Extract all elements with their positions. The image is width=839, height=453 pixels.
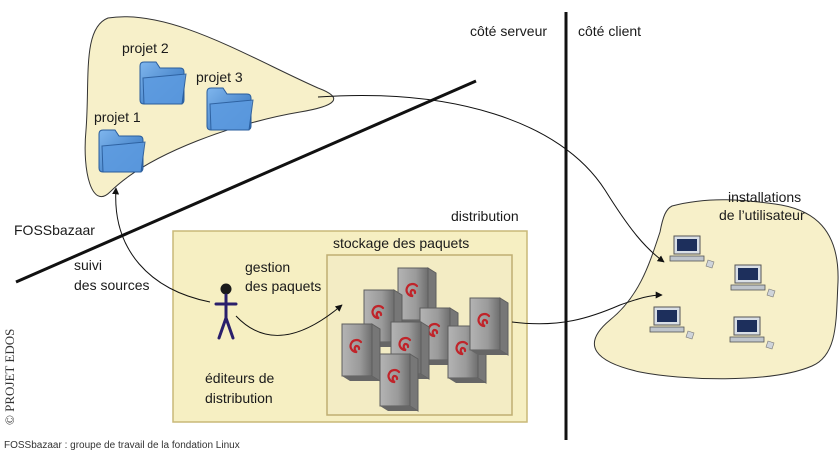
- figure-caption: FOSSbazaar : groupe de travail de la fon…: [4, 440, 240, 451]
- server-side-label: côté serveur: [470, 23, 547, 39]
- fossbazaar-boundary-line: [15, 79, 477, 284]
- folder-icon: [206, 87, 254, 131]
- user-installs-label-line2: de l’utilisateur: [719, 207, 805, 223]
- package-storage-label: stockage des paquets: [333, 235, 469, 251]
- user-installs-cloud: [593, 199, 839, 380]
- distribution-label: distribution: [451, 208, 519, 224]
- folder-icon: [98, 129, 146, 173]
- package-management-label-line2: des paquets: [245, 278, 321, 294]
- user-installs-label-line1: installations: [728, 189, 801, 205]
- project-1-label: projet 1: [94, 109, 141, 125]
- debian-server-icon: [468, 296, 510, 357]
- follow-sources-label-line2: des sources: [74, 277, 149, 293]
- project-3-label: projet 3: [196, 69, 243, 85]
- package-management-arrow: [235, 304, 343, 336]
- package-management-label-line1: gestion: [245, 259, 290, 275]
- fossbazaar-label: FOSSbazaar: [14, 222, 95, 238]
- editors-label-line2: distribution: [205, 390, 273, 406]
- folder-icon: [139, 61, 187, 105]
- person-icon: [214, 283, 238, 340]
- client-side-label: côté client: [578, 23, 641, 39]
- project-2-label: projet 2: [122, 40, 169, 56]
- editors-label-line1: éditeurs de: [205, 370, 274, 386]
- storage-to-users-arrow: [511, 291, 663, 325]
- follow-sources-label-line1: suivi: [74, 257, 102, 273]
- debian-server-icon: [378, 352, 420, 413]
- projects-to-users-arrow: [317, 95, 665, 263]
- copyright-credit: © PROJET EDOS: [2, 329, 17, 425]
- follow-sources-arrow: [112, 187, 211, 303]
- debian-server-icon: [340, 322, 382, 383]
